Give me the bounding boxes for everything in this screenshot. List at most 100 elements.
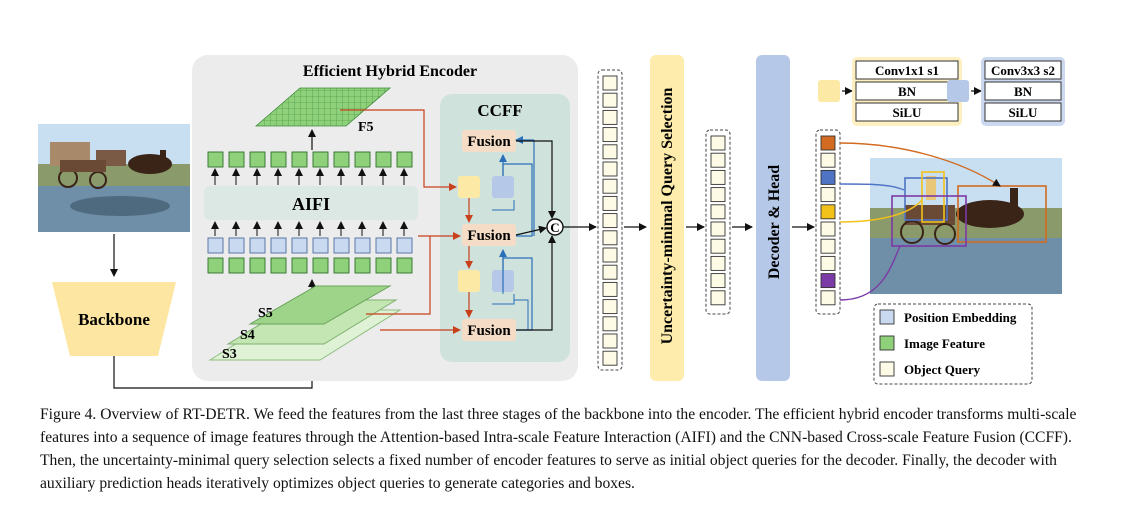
conv1x1-block-top bbox=[458, 176, 480, 198]
rt-detr-diagram: Backbone Efficient Hybrid Encoder F5 AIF… bbox=[38, 55, 1065, 389]
position-embedding-row bbox=[207, 237, 413, 254]
image-feature-token bbox=[270, 151, 287, 168]
encoder-feature-token bbox=[602, 75, 618, 91]
image-feature-token bbox=[291, 151, 308, 168]
object-query-token bbox=[710, 273, 726, 289]
encoder-feature-token bbox=[602, 195, 618, 211]
input-image bbox=[38, 124, 190, 232]
output-query-tokens bbox=[815, 129, 841, 315]
object-query-token bbox=[710, 187, 726, 203]
image-feature-token bbox=[333, 151, 350, 168]
object-query-token bbox=[710, 135, 726, 151]
object-query-token bbox=[710, 169, 726, 185]
f5-label: F5 bbox=[358, 120, 374, 135]
image-feature-token bbox=[333, 257, 350, 274]
output-query-token bbox=[820, 169, 836, 185]
position-embedding-token bbox=[249, 237, 266, 254]
image-feature-token bbox=[312, 257, 329, 274]
multi-scale-features: S5 S4 S3 bbox=[208, 285, 402, 362]
image-feature-token bbox=[249, 257, 266, 274]
s5-label: S5 bbox=[258, 306, 273, 321]
encoder-title: Efficient Hybrid Encoder bbox=[303, 63, 477, 80]
image-feature-token bbox=[207, 151, 224, 168]
image-feature-token bbox=[291, 257, 308, 274]
encoder-feature-token bbox=[602, 127, 618, 143]
legend-swatch bbox=[879, 309, 895, 325]
legend-label: Object Query bbox=[904, 362, 981, 377]
output-query-token bbox=[820, 187, 836, 203]
conv3x3-layer bbox=[984, 81, 1062, 101]
fusion-label: Fusion bbox=[467, 134, 511, 150]
object-query-token bbox=[710, 221, 726, 237]
position-embedding-token bbox=[396, 237, 413, 254]
encoder-feature-token bbox=[602, 230, 618, 246]
image-feature-row bbox=[207, 257, 413, 274]
output-query-token bbox=[820, 221, 836, 237]
query-selection-block: Uncertainty-minimal Query Selection bbox=[650, 55, 684, 381]
encoder-feature-token bbox=[602, 299, 618, 315]
output-query-token bbox=[820, 290, 836, 306]
backbone-block: Backbone bbox=[52, 282, 176, 356]
encoder-feature-token bbox=[602, 144, 618, 160]
encoder-feature-token bbox=[602, 350, 618, 366]
legend-swatch bbox=[879, 335, 895, 351]
output-query-token bbox=[820, 135, 836, 151]
s3-label: S3 bbox=[222, 347, 237, 362]
output-query-token bbox=[820, 255, 836, 271]
ccff-title: CCFF bbox=[477, 101, 522, 120]
image-feature-token bbox=[228, 151, 245, 168]
decoder-label: Decoder & Head bbox=[766, 165, 783, 279]
position-embedding-token bbox=[270, 237, 287, 254]
object-query-token bbox=[710, 290, 726, 306]
image-feature-token bbox=[354, 257, 371, 274]
encoder-feature-token bbox=[602, 213, 618, 229]
object-query-token bbox=[710, 238, 726, 254]
output-query-token bbox=[820, 238, 836, 254]
figure-caption: Figure 4. Overview of RT-DETR. We feed t… bbox=[40, 406, 1077, 492]
encoder-feature-token bbox=[602, 247, 618, 263]
position-embedding-token bbox=[354, 237, 371, 254]
encoder-feature-token bbox=[602, 281, 618, 297]
legend-swatch bbox=[879, 361, 895, 377]
image-feature-token bbox=[249, 151, 266, 168]
image-feature-token bbox=[396, 257, 413, 274]
output-query-token bbox=[820, 152, 836, 168]
aifi-label: AIFI bbox=[292, 194, 330, 214]
encoder-feature-token bbox=[602, 178, 618, 194]
fusion-box-bottom: Fusion bbox=[462, 319, 516, 341]
fusion-label: Fusion bbox=[467, 323, 511, 339]
conv3x3-layer-label: SiLU bbox=[1009, 105, 1039, 120]
decoder-head-block: Decoder & Head bbox=[756, 55, 790, 381]
encoder-feature-token bbox=[602, 161, 618, 177]
image-feature-token bbox=[270, 257, 287, 274]
legend-label: Image Feature bbox=[904, 336, 985, 351]
conv1x1-layer-label: SiLU bbox=[893, 105, 923, 120]
position-embedding-token bbox=[228, 237, 245, 254]
selected-query-tokens bbox=[705, 129, 731, 315]
image-feature-token bbox=[228, 257, 245, 274]
aifi-arrows bbox=[211, 168, 408, 236]
encoder-feature-token bbox=[602, 316, 618, 332]
encoder-output-tokens bbox=[597, 69, 623, 371]
conv3x3-layer-label: BN bbox=[1014, 84, 1033, 99]
object-query-token bbox=[710, 255, 726, 271]
conv3x3-layer bbox=[984, 60, 1062, 80]
position-embedding-token bbox=[375, 237, 392, 254]
conv1x1-block-bottom bbox=[458, 270, 480, 292]
image-feature-token bbox=[375, 151, 392, 168]
position-embedding-token bbox=[207, 237, 224, 254]
object-query-token bbox=[710, 152, 726, 168]
position-embedding-token bbox=[333, 237, 350, 254]
image-feature-token bbox=[375, 257, 392, 274]
encoder-feature-token bbox=[602, 109, 618, 125]
fusion-box-top: Fusion bbox=[462, 130, 516, 152]
encoder-feature-token bbox=[602, 333, 618, 349]
aifi-block: AIFI bbox=[204, 186, 418, 220]
output-query-token bbox=[820, 273, 836, 289]
concat-label: C bbox=[550, 220, 559, 235]
conv3x3-block-top bbox=[492, 176, 514, 198]
backbone-label: Backbone bbox=[78, 310, 150, 329]
object-query-token bbox=[710, 204, 726, 220]
